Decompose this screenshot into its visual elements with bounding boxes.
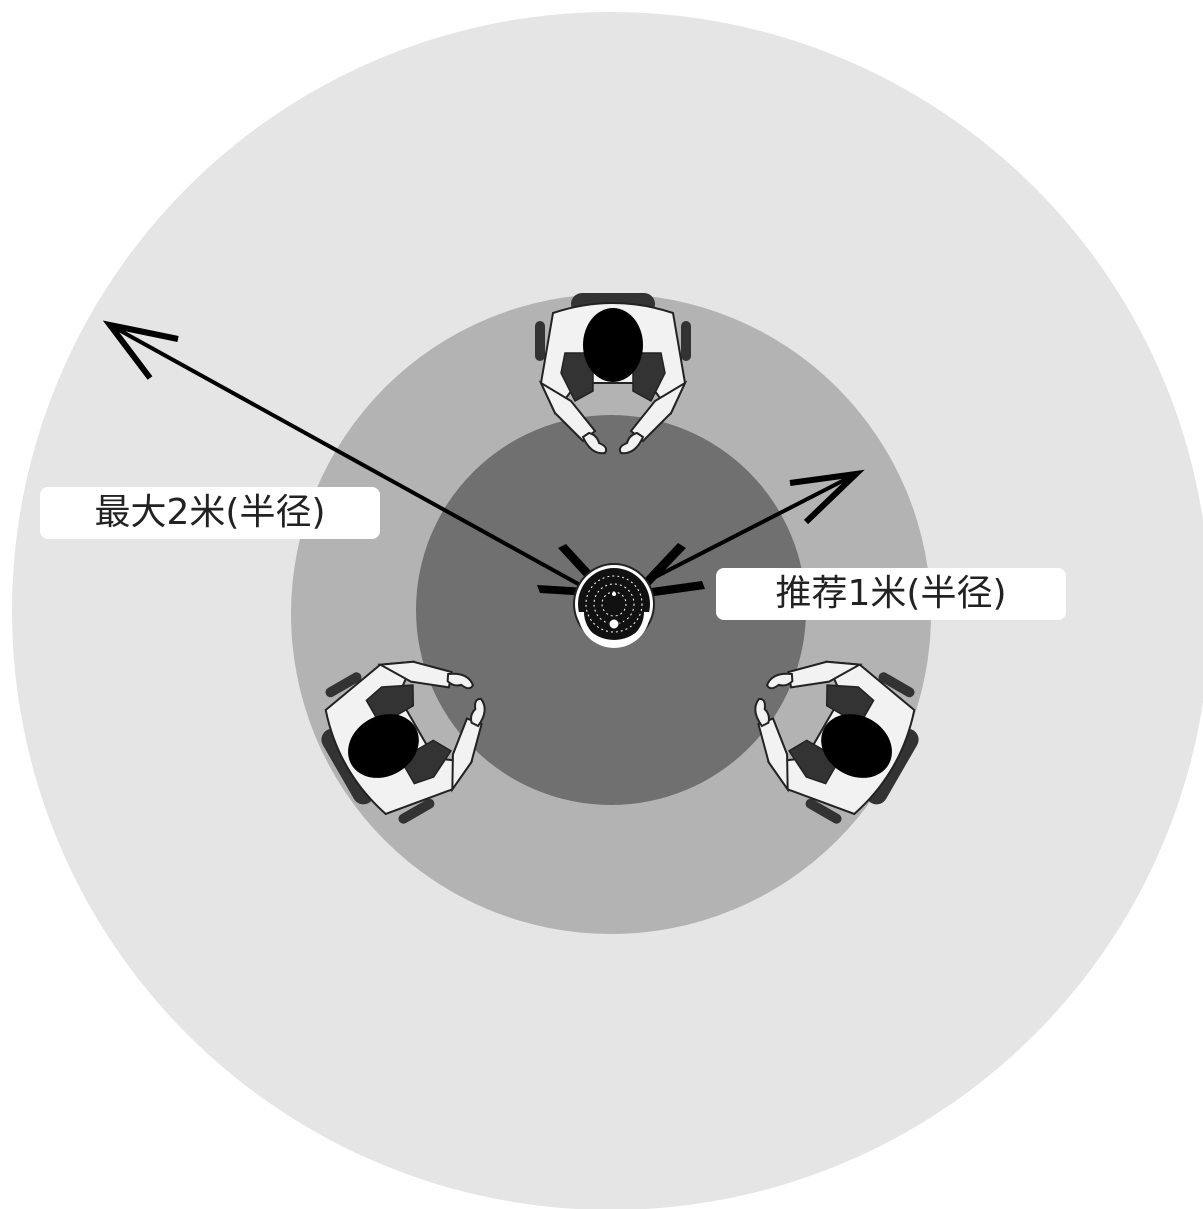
recommended-radius-label: 推荐1米(半径): [716, 568, 1066, 620]
speakerphone-device-icon: [573, 563, 655, 648]
recommended-radius-arrow: [629, 469, 865, 592]
max-radius-label: 最大2米(半径): [40, 487, 380, 539]
max-radius-arrow: [102, 320, 601, 598]
